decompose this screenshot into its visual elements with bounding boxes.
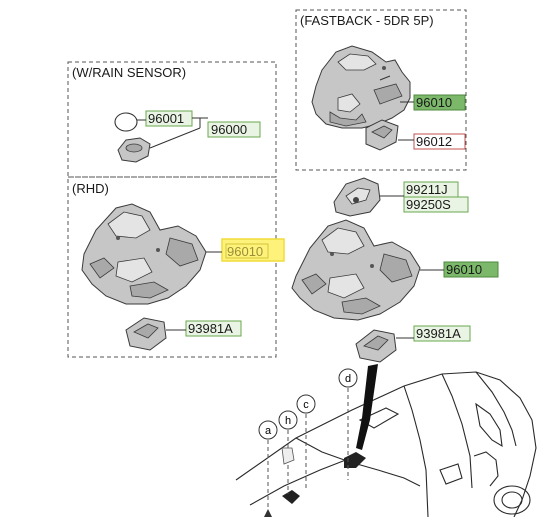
rain-sensor-assy-part-box bbox=[207, 121, 261, 138]
microphone-part-number-b: 99250S bbox=[406, 197, 451, 212]
rhd-bulb-part-box bbox=[185, 320, 242, 337]
main-assembly: 99211J 99250S 96010 93981A bbox=[291, 177, 499, 363]
panel-fastback-title: (FASTBACK - 5DR 5P) bbox=[300, 13, 434, 28]
callout-d: d bbox=[338, 368, 358, 480]
panel-fastback-border bbox=[295, 9, 467, 171]
callout-c: c bbox=[296, 394, 316, 490]
panel-fastback: (FASTBACK - 5DR 5P) 96010 96012 bbox=[295, 9, 467, 171]
rain-sensor-drawing bbox=[117, 137, 151, 163]
panel-rhd: (RHD) 96010 93981A bbox=[67, 176, 285, 358]
fastback-lamp-part-number: 96010 bbox=[416, 95, 452, 110]
rhd-bulb-drawing bbox=[125, 317, 167, 351]
main-overhead-lamp-drawing bbox=[291, 219, 421, 321]
rain-sensor-cover-part-number: 96001 bbox=[148, 111, 184, 126]
main-bulb-part-number: 93981A bbox=[416, 326, 461, 341]
fastback-bulb-part-number: 96012 bbox=[416, 134, 452, 149]
rhd-lamp-part-number: 96010 bbox=[227, 244, 263, 259]
callout-c-label: c bbox=[303, 399, 309, 411]
rhd-overhead-lamp-drawing bbox=[81, 203, 207, 305]
callout-a: a bbox=[258, 420, 278, 517]
main-lamp-part-number: 96010 bbox=[446, 262, 482, 277]
vehicle-outline bbox=[235, 371, 537, 517]
rain-sensor-cover-drawing bbox=[114, 112, 138, 132]
panel-rain-sensor-border bbox=[67, 61, 277, 178]
fastback-bulb-drawing bbox=[365, 119, 399, 151]
callout-d-label: d bbox=[345, 373, 351, 385]
microphone-part-number-a: 99211J bbox=[406, 182, 448, 197]
rhd-lamp-part-inner-box bbox=[225, 243, 269, 259]
microphone-part-box-b bbox=[403, 196, 469, 213]
panel-rain-sensor: (W/RAIN SENSOR) 96001 96000 bbox=[67, 61, 277, 178]
callout-h-label: h bbox=[285, 415, 291, 427]
fastback-overhead-lamp-drawing bbox=[311, 45, 411, 129]
microphone-drawing bbox=[333, 177, 381, 217]
main-bulb-part-box bbox=[413, 325, 471, 342]
panel-rhd-border bbox=[67, 176, 277, 358]
rain-sensor-assy-part-number: 96000 bbox=[211, 122, 247, 137]
callout-h: h bbox=[278, 410, 298, 494]
main-bulb-drawing bbox=[355, 329, 397, 363]
panel-rhd-title: (RHD) bbox=[72, 181, 109, 196]
panel-rain-sensor-title: (W/RAIN SENSOR) bbox=[72, 65, 186, 80]
fastback-bulb-part-box bbox=[413, 133, 466, 150]
rhd-lamp-part-box bbox=[221, 238, 285, 262]
rhd-bulb-part-number: 93981A bbox=[188, 321, 233, 336]
callout-a-label: a bbox=[265, 425, 272, 437]
location-arrow bbox=[356, 364, 378, 450]
